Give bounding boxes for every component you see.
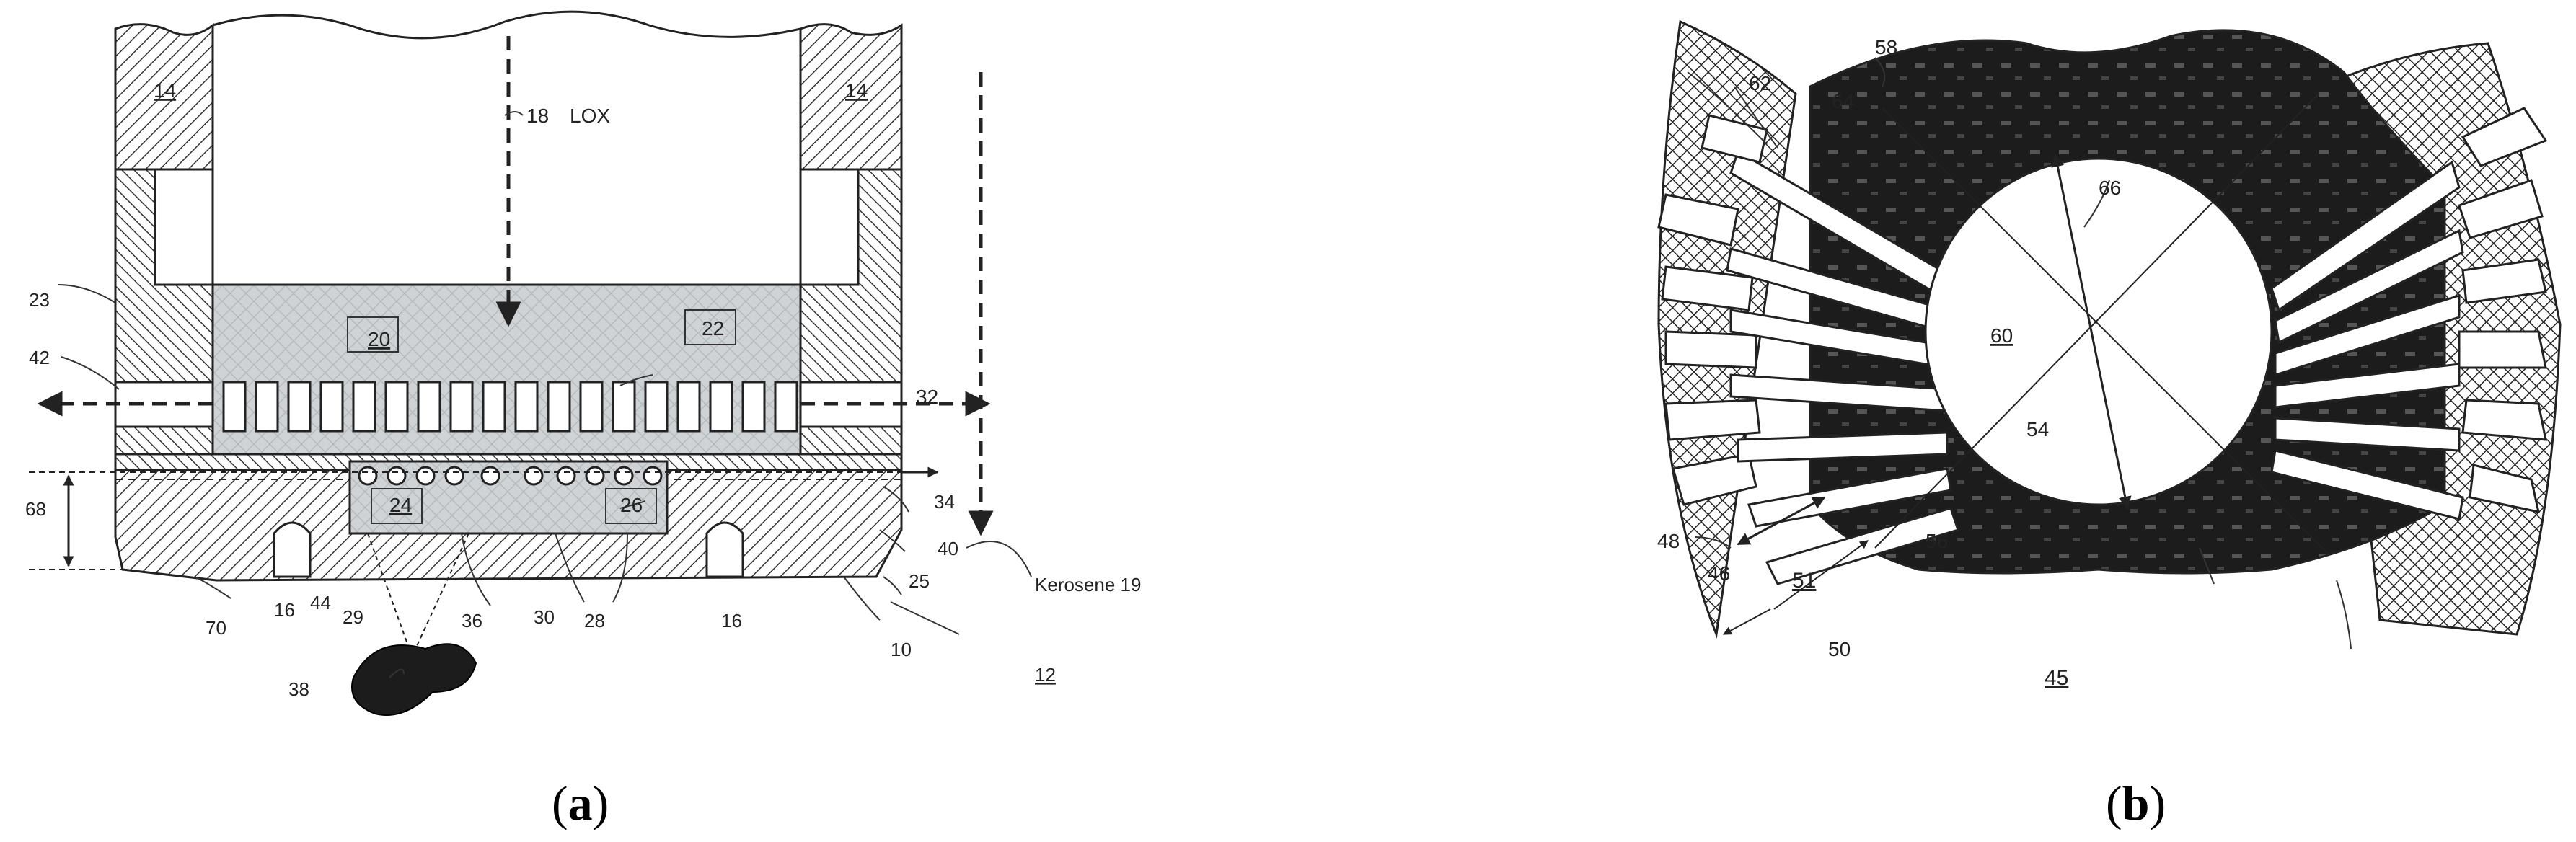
label-24: 24 [389, 494, 412, 516]
label-12: 12 [1035, 664, 1056, 686]
central-bore-60 [1924, 157, 2273, 506]
label-16-left: 16 [274, 599, 295, 621]
label-48: 48 [1657, 530, 1680, 552]
label-14-right: 14 [845, 79, 868, 102]
label-42: 42 [29, 347, 50, 368]
label-14-left: 14 [154, 79, 176, 102]
label-22: 22 [702, 317, 724, 340]
label-45: 45 [2045, 666, 2068, 690]
label-kerosene: Kerosene 19 [1035, 574, 1141, 595]
label-29: 29 [343, 606, 363, 628]
label-62: 62 [1749, 72, 1771, 94]
label-44: 44 [310, 592, 331, 613]
figure-b-panel: 58 62 64 66 60 54 48 46 56 51 50 45 [1623, 0, 2576, 721]
label-26: 26 [620, 494, 643, 516]
label-60: 60 [1990, 324, 2013, 347]
label-51: 51 [1792, 569, 1816, 593]
label-28: 28 [584, 610, 605, 632]
injector-slots [222, 381, 798, 433]
label-20: 20 [368, 328, 390, 350]
figure-b-caption: (b) [2106, 776, 2166, 830]
left-slots [1657, 114, 1959, 585]
figure-a-panel: 14 14 18 LOX 20 22 23 42 32 68 24 26 34 … [0, 0, 1154, 721]
figure-a-diagram: 14 14 18 LOX 20 22 23 42 32 68 24 26 34 … [25, 10, 1141, 716]
label-23: 23 [29, 289, 50, 311]
label-32: 32 [916, 386, 938, 408]
label-54: 54 [2026, 418, 2049, 440]
label-56: 56 [1926, 530, 1948, 552]
label-50: 50 [1828, 638, 1851, 660]
label-36: 36 [462, 610, 482, 632]
figure-a-caption: (a) [552, 776, 609, 830]
right-slots [2270, 107, 2548, 520]
label-46: 46 [1708, 562, 1730, 585]
label-58: 58 [1875, 36, 1897, 58]
label-64: 64 [1832, 90, 1854, 112]
plenum-24 [348, 460, 669, 535]
label-40: 40 [938, 538, 958, 559]
label-18: 18 [526, 105, 549, 127]
diameter-arrow-66 [2051, 154, 2132, 510]
label-66: 66 [2099, 177, 2121, 199]
label-34: 34 [934, 491, 955, 513]
label-38: 38 [288, 678, 309, 700]
droplet-38 [351, 643, 477, 716]
lox-chamber-top [212, 10, 801, 40]
figure-b-diagram: 58 62 64 66 60 54 48 46 56 51 50 45 [1657, 19, 2562, 690]
label-25: 25 [909, 570, 930, 592]
label-lox: LOX [570, 105, 610, 127]
label-10: 10 [891, 639, 912, 660]
label-70: 70 [206, 617, 226, 639]
label-68: 68 [25, 498, 46, 520]
label-30: 30 [534, 606, 555, 628]
label-16-right: 16 [721, 610, 742, 632]
